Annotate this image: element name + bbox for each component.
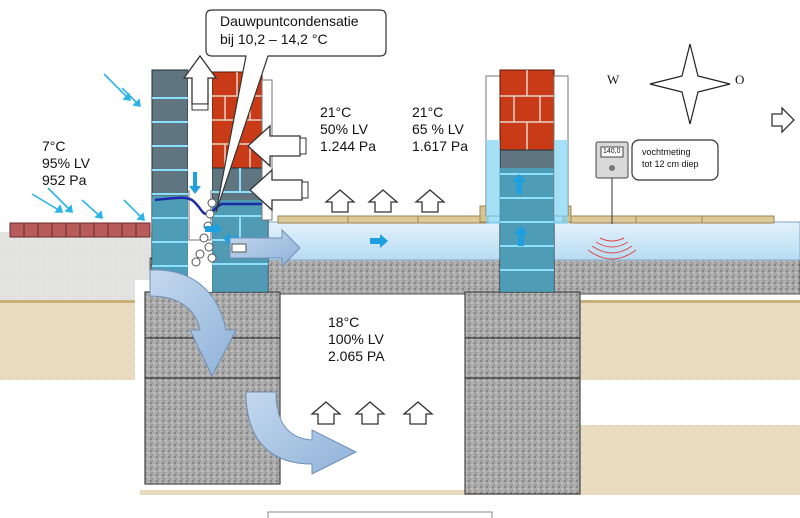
- room2-humidity: 65 % LV: [412, 121, 464, 137]
- crawlspace-pressure: 2.065 PA: [328, 348, 385, 364]
- underfloor-airflow-arrow: [229, 228, 301, 268]
- outer-soil: [0, 232, 160, 302]
- bottom-frame: [267, 511, 493, 518]
- outdoor-humidity: 95% LV: [42, 155, 90, 171]
- wall-rising-damp-arrows: [370, 174, 528, 248]
- crawlspace-temperature: 18°C: [328, 314, 360, 330]
- next-arrow-icon[interactable]: [771, 106, 795, 134]
- evaporation-arrows: [310, 189, 446, 425]
- dewpoint-title: Dauwpuntcondensatie: [220, 13, 359, 29]
- dewpoint-callout: [205, 9, 387, 213]
- measurement-waves: [587, 237, 637, 260]
- cavity-vent-up-arrow: [182, 54, 218, 105]
- indoor-vapour-arrow-2: [249, 168, 303, 212]
- vapour-arrow-cap-2: [301, 181, 309, 199]
- paving-joints: [23, 223, 137, 237]
- cavity-vent-cap: [191, 103, 209, 111]
- vapour-arrow-cap-1: [299, 137, 307, 155]
- outer-brick-leaf: [151, 69, 189, 293]
- room1-humidity: 50% LV: [320, 121, 368, 137]
- room2-temperature: 21°C: [412, 104, 444, 120]
- meter-reading: 140,0: [603, 148, 621, 155]
- outdoor-temperature: 7°C: [42, 138, 66, 154]
- meter-callout: [631, 139, 719, 181]
- compass-west: W: [607, 72, 620, 87]
- meter-label-line2: tot 12 cm diep: [642, 159, 699, 169]
- compass-east: O: [735, 72, 745, 87]
- compass-rose-icon: [649, 43, 731, 125]
- room1-temperature: 21°C: [320, 104, 352, 120]
- meter-knob: [609, 165, 615, 171]
- meter-display: [600, 146, 624, 158]
- dew-point-line: [154, 196, 262, 216]
- indoor-vapour-arrow-1: [247, 124, 301, 168]
- meter-label-line1: vochtmeting: [642, 147, 691, 157]
- rain-arrows: [31, 73, 145, 221]
- middle-foundation: [464, 291, 581, 495]
- crawlspace-airflow-out: [245, 391, 358, 475]
- outdoor-pressure: 952 Pa: [42, 172, 87, 188]
- room2-pressure: 1.617 Pa: [412, 138, 469, 154]
- crawlspace-airflow-down: [149, 269, 237, 378]
- dewpoint-range: bij 10,2 – 14,2 °C: [220, 31, 328, 47]
- crawlspace-humidity: 100% LV: [328, 331, 384, 347]
- room1-pressure: 1.244 Pa: [320, 138, 377, 154]
- vent-grille: [231, 243, 247, 253]
- interior-wall: [485, 69, 569, 293]
